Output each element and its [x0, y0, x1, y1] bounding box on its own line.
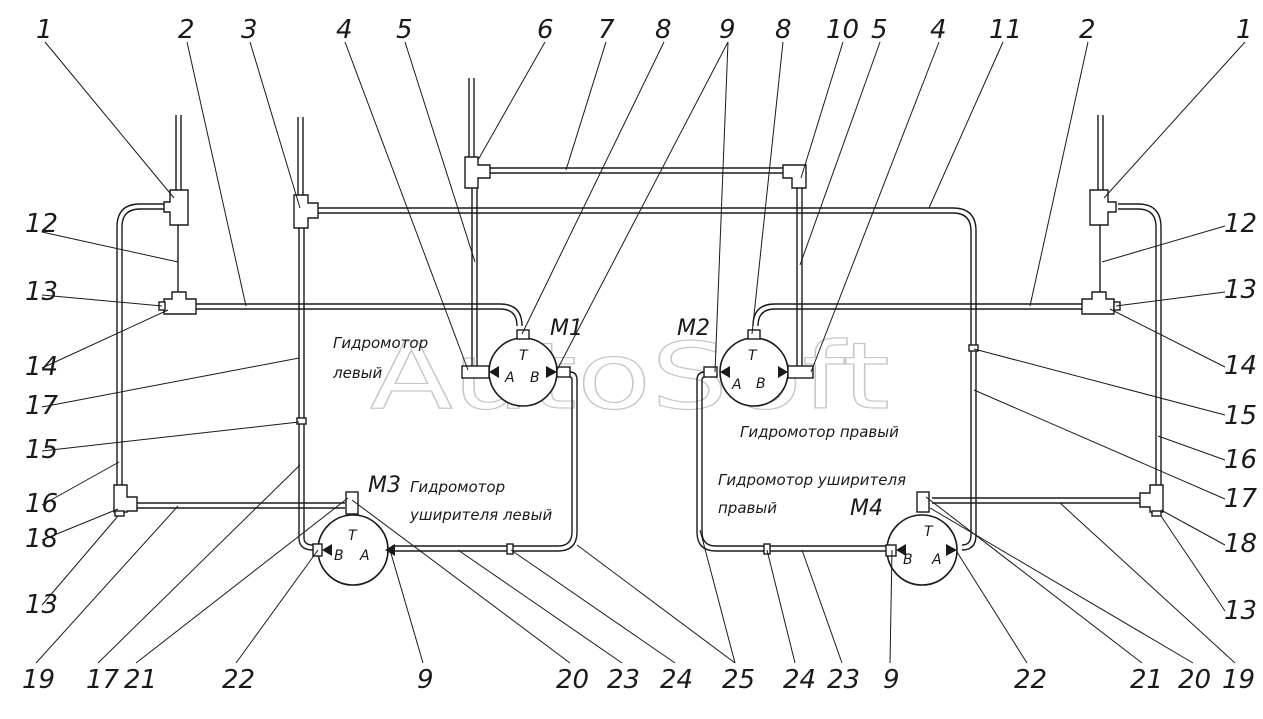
callout-number: 3 [241, 15, 258, 45]
callout-number: 10 [826, 15, 859, 45]
callout-number: 15 [1224, 401, 1257, 431]
callouts-top: 1 2 3 4 5 6 7 8 9 8 10 5 4 11 2 1 [36, 15, 1253, 45]
caption-right-widener: Гидромотор уширителя [718, 471, 906, 489]
callout-number: 21 [124, 665, 157, 695]
callout-number: 14 [1224, 351, 1257, 381]
callout-number: 18 [1224, 529, 1257, 559]
port-label: T [348, 528, 358, 544]
callout-number: 12 [25, 209, 58, 239]
port-label: B [334, 548, 344, 564]
callout-number: 23 [827, 665, 860, 695]
callout-number: 5 [396, 15, 413, 45]
callout-number: 12 [1224, 209, 1257, 239]
pipe-network [116, 78, 1162, 552]
callout-number: 2 [178, 15, 195, 45]
callout-number: 22 [1014, 665, 1047, 695]
motor-m3: T B A M3 [312, 473, 401, 586]
callout-number: 1 [1236, 15, 1253, 45]
callout-number: 25 [722, 665, 755, 695]
port-label: B [903, 552, 913, 568]
motor-m2: T A B M2 [677, 316, 814, 407]
port-label: A [359, 548, 370, 564]
callout-number: 9 [417, 665, 434, 695]
callout-number: 2 [1079, 15, 1096, 45]
callout-number: 19 [22, 665, 55, 695]
callout-number: 17 [86, 665, 120, 695]
port-label: T [748, 348, 758, 364]
callout-number: 13 [25, 590, 58, 620]
callout-number: 22 [222, 665, 255, 695]
callout-number: 16 [25, 489, 58, 519]
motor-label: M2 [677, 316, 710, 341]
callout-number: 18 [25, 524, 58, 554]
callout-number: 13 [1224, 596, 1257, 626]
callout-number: 5 [871, 15, 888, 45]
port-label: B [756, 376, 766, 392]
callout-number: 7 [598, 15, 615, 45]
callout-number: 20 [556, 665, 589, 695]
callout-number: 11 [989, 15, 1022, 45]
callouts-bottom: 19 17 21 22 9 20 23 24 25 24 23 9 22 21 … [22, 665, 1255, 695]
port-label: A [931, 552, 942, 568]
callout-number: 4 [336, 15, 353, 45]
caption-left-motor: левый [332, 364, 382, 382]
motor-m4: T B A M4 [850, 491, 958, 586]
callout-number: 19 [1222, 665, 1255, 695]
callout-number: 17 [25, 391, 59, 421]
callout-number: 24 [660, 665, 693, 695]
callout-number: 15 [25, 435, 58, 465]
caption-left-widener: Гидромотор [410, 478, 505, 496]
leader-lines [35, 41, 1246, 664]
callout-number: 13 [1224, 275, 1257, 305]
callouts-right: 12 13 14 15 16 17 18 13 [1224, 209, 1258, 626]
couplings [296, 344, 979, 555]
motor-label: M3 [368, 473, 401, 498]
callout-number: 16 [1224, 445, 1257, 475]
callout-number: 4 [930, 15, 947, 45]
caption-left-widener: уширителя левый [409, 506, 552, 524]
port-label: T [924, 524, 934, 540]
callout-number: 13 [25, 277, 58, 307]
callout-number: 24 [783, 665, 816, 695]
port-label: T [519, 348, 529, 364]
callout-number: 14 [25, 352, 58, 382]
caption-right-motor: Гидромотор правый [740, 423, 899, 441]
tees [113, 156, 1164, 517]
captions: Гидромотор левый Гидромотор правый Гидро… [332, 334, 906, 524]
callout-number: 17 [1224, 484, 1258, 514]
callout-number: 6 [537, 15, 554, 45]
callout-number: 23 [607, 665, 640, 695]
caption-left-motor: Гидромотор [333, 334, 428, 352]
callout-number: 8 [655, 15, 672, 45]
motor-label: M1 [550, 316, 583, 341]
callout-number: 9 [883, 665, 900, 695]
callout-number: 20 [1178, 665, 1211, 695]
caption-right-widener: правый [718, 499, 777, 517]
callout-number: 9 [719, 15, 736, 45]
motor-m1: T A B M1 [461, 316, 583, 407]
callouts-left: 12 13 14 17 15 16 18 13 [25, 209, 59, 620]
port-label: A [504, 370, 515, 386]
callout-number: 8 [775, 15, 792, 45]
port-label: A [731, 377, 742, 393]
callout-number: 1 [36, 15, 53, 45]
port-label: B [530, 370, 540, 386]
callout-number: 21 [1130, 665, 1163, 695]
motor-label: M4 [850, 496, 883, 521]
